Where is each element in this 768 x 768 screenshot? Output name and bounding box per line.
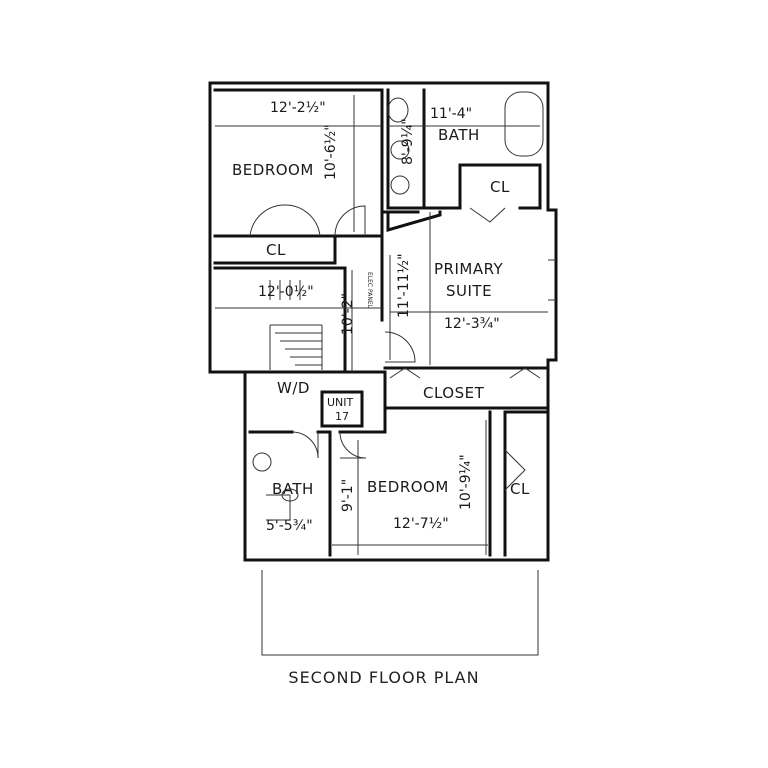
bedroom-s-name: BEDROOM (367, 478, 449, 496)
laundry-name: W/D (277, 379, 310, 397)
closet-primary-name: CL (490, 178, 510, 196)
bath-primary-width: 11'-4" (430, 106, 472, 122)
primary-suite-width: 12'-3¾" (444, 316, 500, 332)
unit-name-1: UNIT (327, 396, 354, 409)
elec-panel-note: ELEC PANEL (366, 272, 373, 309)
closet-se-name: CL (510, 480, 530, 498)
closet-nw-name: CL (266, 241, 286, 259)
primary-suite-depth: 11'-11½" (396, 253, 412, 318)
primary-suite-name-1: PRIMARY (434, 260, 504, 278)
labels: 12'-2½" BEDROOM 10'-6½" CL 12'-0½" 10'-2… (232, 100, 530, 534)
stair-dim: 12'-0½" (258, 284, 314, 300)
walls (208, 81, 558, 562)
bath-sw-width: 5'-5¾" (266, 518, 313, 534)
bath-primary-depth: 8'-9¼" (400, 118, 416, 165)
bedroom-nw-width: 12'-2½" (270, 100, 326, 116)
bath-sw-name: BATH (272, 480, 314, 498)
bedroom-s-side-dim: 9'-1" (340, 479, 356, 512)
plan-caption: SECOND FLOOR PLAN (288, 668, 480, 687)
thin-lines (215, 91, 556, 656)
bedroom-s-width: 12'-7½" (393, 516, 449, 532)
unit-name-2: 17 (335, 410, 349, 423)
bedroom-nw-depth: 10'-6½" (323, 124, 339, 180)
bedroom-nw-name: BEDROOM (232, 161, 314, 179)
bedroom-s-depth: 10'-9¼" (458, 454, 474, 510)
hall-dim: 10'-2" (340, 293, 356, 335)
closet-walk-name: CLOSET (423, 384, 485, 402)
bath-primary-name: BATH (438, 126, 480, 144)
primary-suite-name-2: SUITE (446, 282, 492, 300)
